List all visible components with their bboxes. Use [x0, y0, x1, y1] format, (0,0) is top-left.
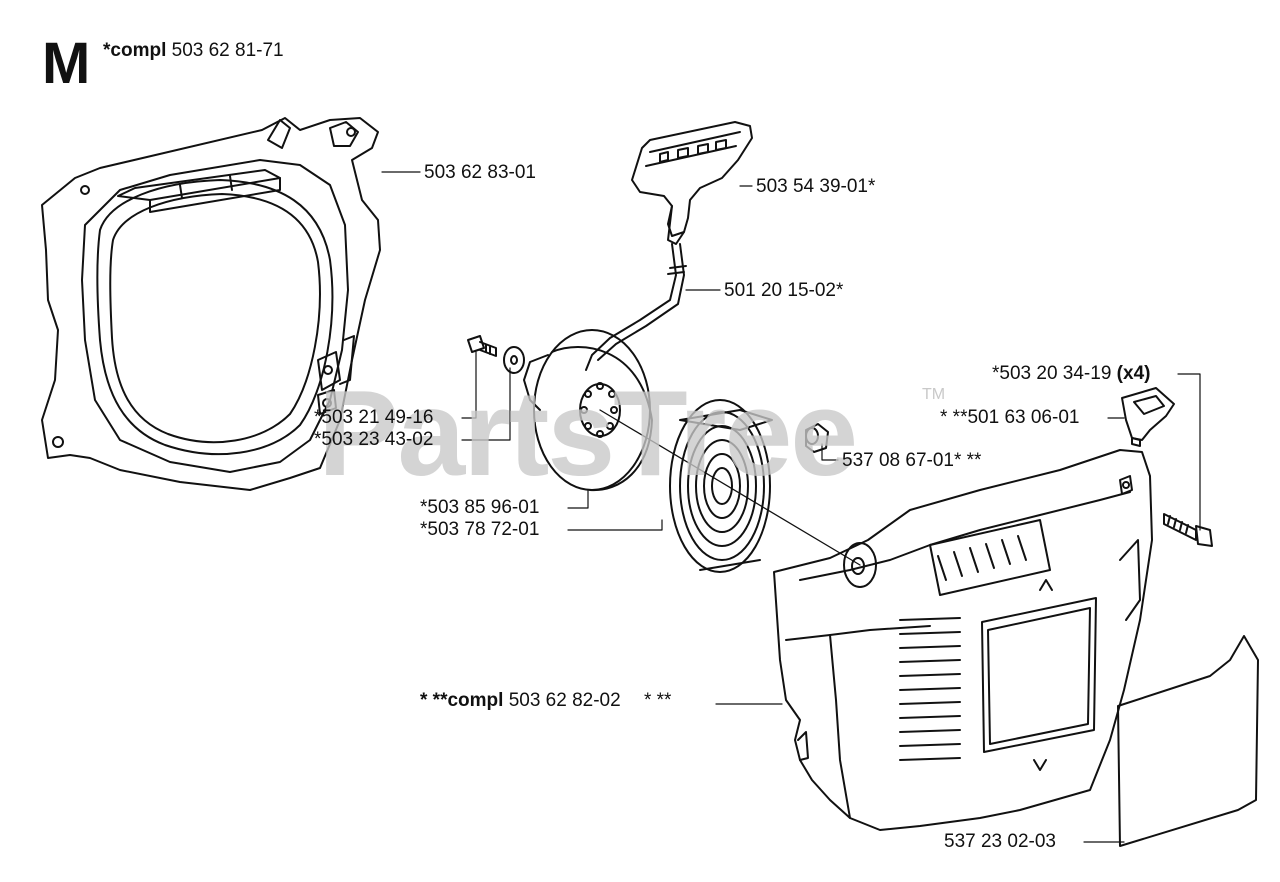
part-label-grommet[interactable]: * **501 63 06-01 [940, 407, 1080, 428]
screw-washer-drawing [467, 335, 525, 374]
trademark-mark: TM [922, 386, 946, 403]
assembly-axis-line [599, 409, 861, 566]
part-label-cover-housing[interactable]: 503 62 83-01 [424, 162, 536, 183]
watermark: PartsTree [318, 365, 858, 501]
section-letter: M [42, 31, 91, 96]
spring-drawing [669, 399, 773, 573]
part-label-starter-assembly[interactable]: * **compl 503 62 82-02 * ** [420, 690, 671, 712]
part-label-handle[interactable]: 503 54 39-01* [756, 176, 876, 197]
assembly-prefix: *compl [103, 40, 167, 61]
cover-housing-drawing [41, 117, 381, 491]
assembly-title: *compl 503 62 81-71 [103, 40, 284, 62]
part-label-screw-x4[interactable]: *503 20 34-19 (x4) [992, 363, 1150, 385]
part-label-washer-small[interactable]: *503 23 43-02 [314, 429, 434, 450]
part-label-decal[interactable]: 537 23 02-03 [944, 831, 1056, 852]
part-label-pulley[interactable]: *503 85 96-01 [420, 497, 540, 518]
bushing-drawing [805, 423, 829, 453]
part-label-screw-small[interactable]: *503 21 49-16 [314, 407, 434, 428]
starter-housing-drawing [773, 449, 1153, 831]
screw-x4-number: *503 20 34-19 [992, 363, 1112, 384]
decal-drawing [1117, 635, 1259, 847]
grommet-drawing [1121, 387, 1175, 447]
handle-drawing [631, 121, 753, 245]
rope-drawing [585, 243, 687, 371]
starter-assembly-suffix: * ** [643, 690, 672, 711]
part-label-starter-rope[interactable]: 501 20 15-02* [724, 280, 844, 301]
starter-assembly-number: 503 62 82-02 [508, 690, 621, 711]
starter-assembly-prefix: * **compl [420, 690, 504, 711]
screw-long-drawing [1163, 513, 1213, 547]
leader-lines [381, 171, 1201, 843]
part-label-spring[interactable]: *503 78 72-01 [420, 519, 540, 540]
pulley-drawing [523, 329, 653, 492]
screw-x4-quantity: (x4) [1116, 363, 1151, 384]
part-label-bushing[interactable]: 537 08 67-01* ** [842, 450, 982, 471]
assembly-number: 503 62 81-71 [171, 40, 284, 61]
